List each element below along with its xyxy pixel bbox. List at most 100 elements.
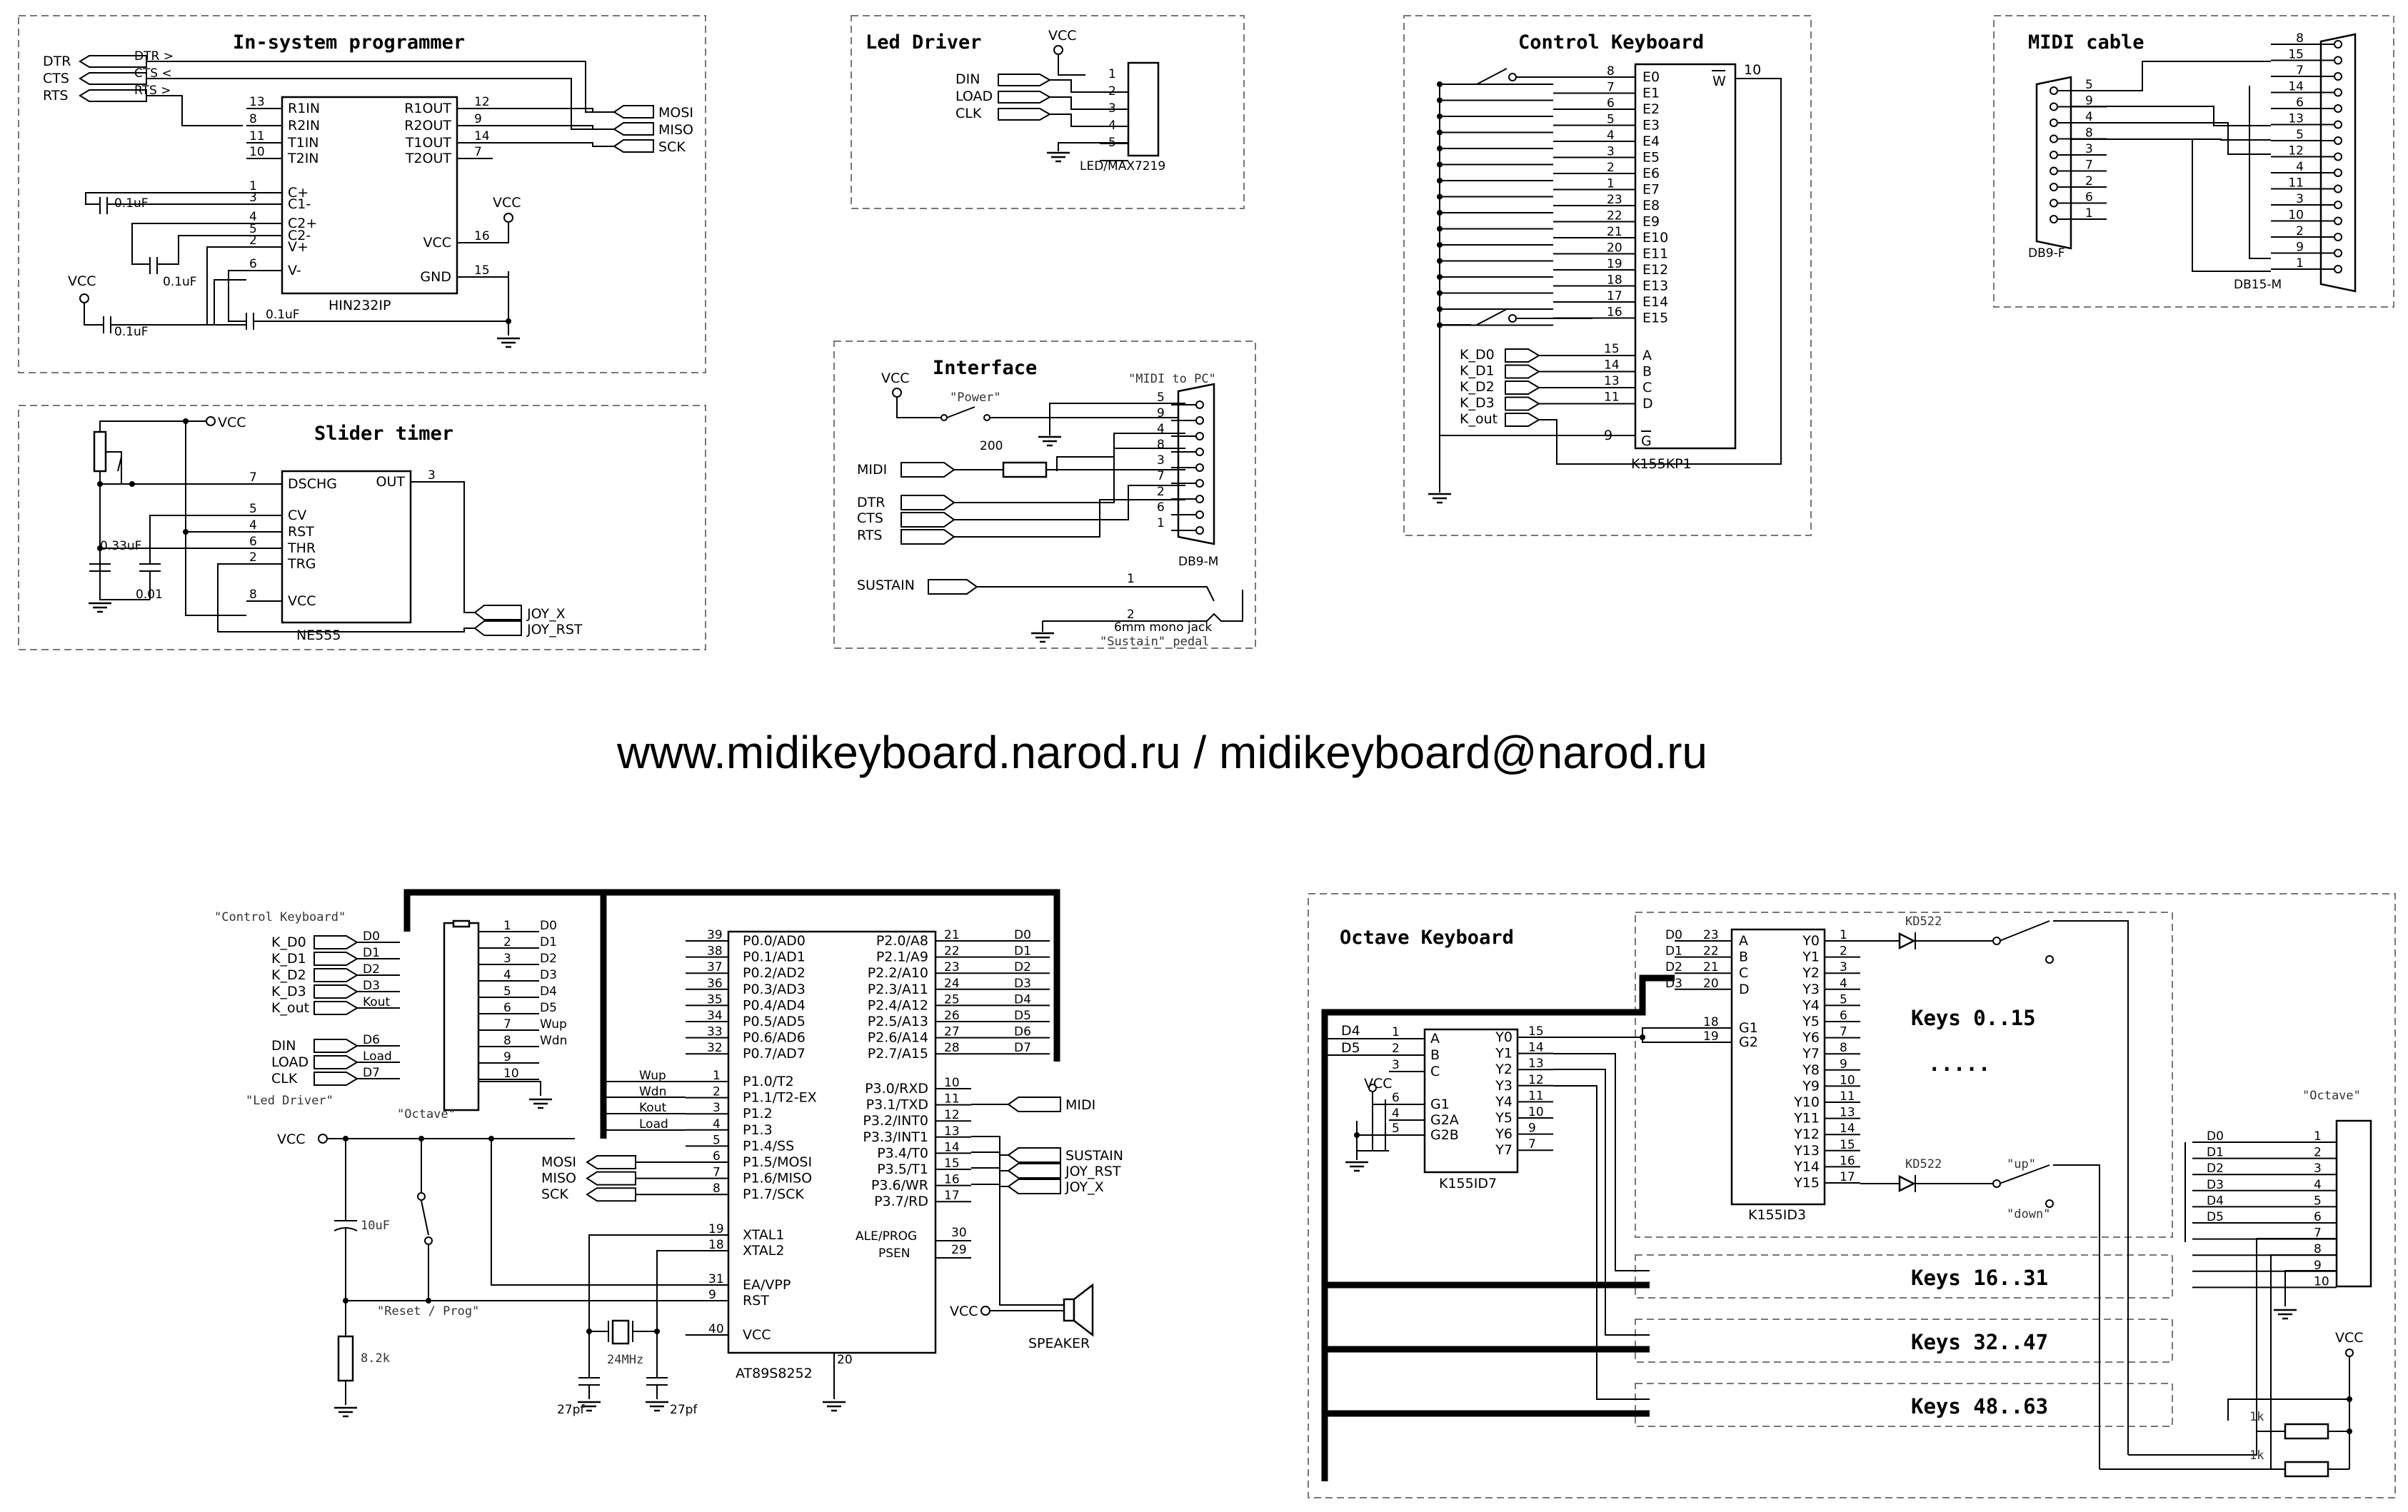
mcu-pin-P0.6/AD6: P0.6/AD6 [743, 1030, 806, 1046]
ctrl-pin-number: 7 [1607, 81, 1615, 95]
led-pin-number: 2 [1108, 84, 1116, 99]
pin-number: 2 [249, 550, 257, 565]
section-octave-keyboard: Octave Keyboard Keys 0..15 ..... Keys 16… [1308, 893, 2396, 1498]
oct-id7-G2B: G2B [1430, 1127, 1459, 1143]
section-interface: Interface "MIDI to PC" VCC "Power" 59483… [833, 341, 1256, 649]
slider-pin-CV: CV [288, 508, 306, 523]
mcu-pin-P1.3: P1.3 [743, 1122, 773, 1138]
db9f-pin-number: 7 [2085, 158, 2093, 173]
oct-id3-C: C [1739, 965, 1748, 981]
mcu-oct-sig: D2 [540, 952, 557, 966]
mcu-pin-P1.7/SCK: P1.7/SCK [743, 1186, 804, 1202]
oct-id3-out: Y3 [1802, 982, 1820, 997]
led-title: Led Driver [866, 31, 982, 54]
ctrl-port-K_D0: K_D0 [1460, 347, 1495, 363]
octave-id3-name: K155ID3 [1748, 1207, 1806, 1223]
iface-jack: 6mm mono jack [1114, 620, 1212, 635]
mcu-p2-sig: D1 [1014, 944, 1031, 959]
mcu-pin-P0.7/AD7: P0.7/AD7 [743, 1046, 806, 1062]
ctrl-pin-E4: E4 [1642, 133, 1660, 149]
db15-pin-number: 13 [2288, 112, 2304, 126]
pin-number: 11 [249, 129, 265, 143]
ctrl-title: Control Keyboard [1518, 31, 1704, 54]
isp-pin-V+: V+ [288, 239, 308, 255]
mcu-pin-P2.1/A9: P2.1/A9 [876, 949, 928, 965]
mcu-spi-port: MOSI [541, 1154, 576, 1170]
oct-id3-out: Y13 [1793, 1143, 1820, 1159]
octave-res-label-1: 1k [2249, 1410, 2264, 1424]
mcu-reset-label: "Reset / Prog" [377, 1304, 479, 1319]
oct-id3-out: Y6 [1802, 1030, 1820, 1046]
ctrl-port-kout: K_out [1460, 411, 1498, 427]
ctrl-addr-A: A [1642, 348, 1652, 363]
oct-id7-A: A [1430, 1031, 1440, 1047]
mcu-led-sig: D7 [363, 1066, 380, 1080]
pin-number: 7 [1840, 1025, 1847, 1039]
pin-number: 23 [1703, 928, 1719, 942]
iface-jack-pin1: 1 [1127, 572, 1135, 586]
ctrl-pin-E9: E9 [1642, 214, 1660, 230]
led-connector [1127, 61, 1160, 157]
ctrl-pin-number: 20 [1607, 241, 1622, 256]
slider-pin-DSCHG: DSCHG [288, 476, 337, 492]
mcu-out-joyx: JOY_X [1065, 1179, 1104, 1195]
oct-id7-out: Y5 [1495, 1110, 1512, 1126]
slider-pin-TRG: TRG [287, 556, 316, 572]
mcu-oct-pin-number: 8 [503, 1034, 511, 1048]
db15-pin-number: 7 [2296, 64, 2304, 78]
mcu-pin-number: 15 [944, 1156, 960, 1171]
octave-res-1 [2284, 1423, 2329, 1440]
oct-id3-out: Y8 [1802, 1062, 1820, 1078]
ctrl-addr-C: C [1642, 380, 1652, 395]
mcu-resistor-8k2 [337, 1335, 354, 1382]
ctrl-pin-E2: E2 [1642, 101, 1660, 117]
pin-number: 19 [1703, 1029, 1719, 1044]
db15-pin-number: 9 [2296, 241, 2304, 255]
mcu-oct-sig: D0 [540, 919, 557, 933]
mcu-pin-P1.2: P1.2 [743, 1106, 773, 1122]
octave-vcc-right: VCC [2335, 1330, 2364, 1346]
ctrl-pin-E5: E5 [1642, 150, 1660, 166]
db15-pin-number: 8 [2296, 31, 2304, 46]
isp-pin-R1IN: R1IN [288, 101, 320, 116]
mcu-pin-number: 16 [944, 1173, 960, 1187]
pin-number: 5 [249, 502, 257, 516]
mcu-ctrl-sig: D1 [363, 946, 380, 960]
db9f-pin-number: 4 [2085, 110, 2093, 124]
mcu-pin-number: 5 [713, 1133, 721, 1147]
mcu-ale-name: ALE/PROG [856, 1229, 917, 1244]
iface-db9-pin-number: 8 [1157, 438, 1165, 452]
pin-number: 7 [474, 145, 482, 159]
db15-pin-number: 15 [2288, 48, 2304, 62]
pin-number: 13 [1840, 1106, 1855, 1120]
mcu-pin-number: 26 [944, 1009, 960, 1023]
mcu-pin-P3.2/INT0: P3.2/INT0 [863, 1113, 928, 1129]
mcu-pin-P0.0/AD0: P0.0/AD0 [743, 933, 806, 949]
oct-id7-out: Y3 [1495, 1078, 1512, 1094]
oct-conn-sig: D1 [2207, 1146, 2224, 1160]
slider-title: Slider timer [314, 423, 453, 445]
mcu-pin-RST: RST [743, 1293, 769, 1309]
oct-conn-sig: D5 [2207, 1210, 2224, 1224]
isp-pin-V-: V- [288, 263, 301, 278]
mcu-oct-sig: D5 [540, 1001, 557, 1015]
mcu-oct-pin-number: 7 [503, 1017, 511, 1032]
iface-sustain: SUSTAIN [857, 578, 915, 593]
iface-sig-dtr: DTR [857, 495, 885, 510]
pin-number: 2 [249, 233, 257, 248]
isp-pin-T2IN: T2IN [287, 151, 319, 166]
led-in-clk: CLK [955, 106, 982, 121]
slider-pin-THR: THR [287, 540, 316, 556]
mcu-octave-label: "Octave" [397, 1107, 456, 1122]
isp-port-cts: CTS [43, 71, 69, 86]
ctrl-port-K_D2: K_D2 [1460, 379, 1495, 395]
mcu-ale-num: 30 [951, 1226, 967, 1240]
oct-id3-out: Y7 [1802, 1046, 1820, 1062]
mcu-cap10: 10uF [361, 1219, 390, 1233]
octave-diode-2: KD522 [1905, 1157, 1942, 1171]
db15-pin-number: 3 [2296, 192, 2304, 206]
pin-number: 2 [1840, 944, 1847, 959]
mcu-pin-P1.1/T2-EX: P1.1/T2-EX [743, 1090, 817, 1106]
pin-number: 1 [1840, 928, 1847, 942]
